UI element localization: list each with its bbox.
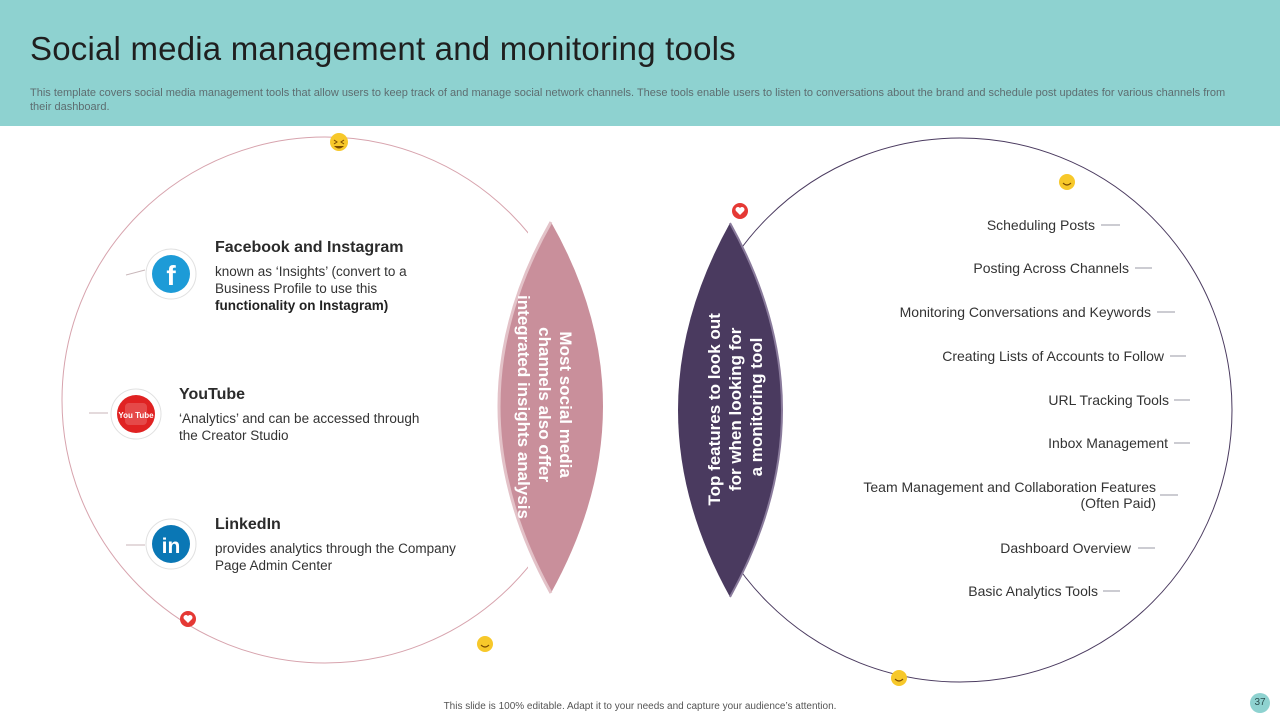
linkedin-desc: provides analytics through the Company P…: [215, 541, 456, 573]
feature-item: Monitoring Conversations and Keywords: [899, 304, 1151, 320]
left-lens-text: Most social media channels also offer in…: [514, 295, 575, 519]
heart-badge-icon: [180, 611, 196, 627]
facebook-icon: f: [152, 255, 190, 293]
facebook-desc-text: known as ‘Insights’ (convert to a Busine…: [215, 264, 407, 296]
feature-item: URL Tracking Tools: [1048, 392, 1169, 408]
facebook-desc: known as ‘Insights’ (convert to a Busine…: [215, 263, 445, 314]
feature-item: Creating Lists of Accounts to Follow: [942, 348, 1164, 364]
linkedin-title: LinkedIn: [215, 516, 281, 533]
heart-badge-icon: [732, 203, 748, 219]
grin-emoji-icon: [891, 670, 907, 686]
page-title: Social media management and monitoring t…: [30, 30, 736, 67]
grin-emoji-icon: [1059, 174, 1075, 190]
feature-item: Inbox Management: [1048, 435, 1168, 451]
grin-emoji-icon: [477, 636, 493, 652]
header-band: Social media management and monitoring t…: [0, 0, 1280, 126]
youtube-logo-text: You Tube: [118, 411, 154, 420]
feature-item: Scheduling Posts: [986, 217, 1095, 233]
right-lens-text: Top features to look out for when lookin…: [705, 308, 766, 505]
footer-note: This slide is 100% editable. Adapt it to…: [443, 701, 837, 712]
youtube-desc: ‘Analytics’ and can be accessed through …: [179, 411, 420, 443]
facebook-logo-text: f: [166, 260, 176, 291]
facebook-desc-bold: functionality on Instagram): [215, 298, 389, 313]
feature-item: Team Management and Collaboration Featur…: [863, 479, 1156, 511]
right-lens: [678, 223, 782, 597]
facebook-title: Facebook and Instagram: [215, 239, 404, 256]
youtube-title: YouTube: [179, 386, 246, 403]
left-lens: [499, 222, 603, 593]
linkedin-icon: in: [152, 525, 190, 563]
laughing-emoji-icon: [330, 133, 348, 151]
feature-item: Basic Analytics Tools: [968, 583, 1098, 599]
page-subtitle: This template covers social media manage…: [30, 87, 1226, 113]
linkedin-logo-text: in: [162, 535, 181, 558]
youtube-icon: You Tube: [117, 395, 155, 433]
page-number: 37: [1250, 693, 1270, 713]
feature-item: Dashboard Overview: [1000, 540, 1131, 556]
feature-item: Posting Across Channels: [973, 260, 1129, 276]
